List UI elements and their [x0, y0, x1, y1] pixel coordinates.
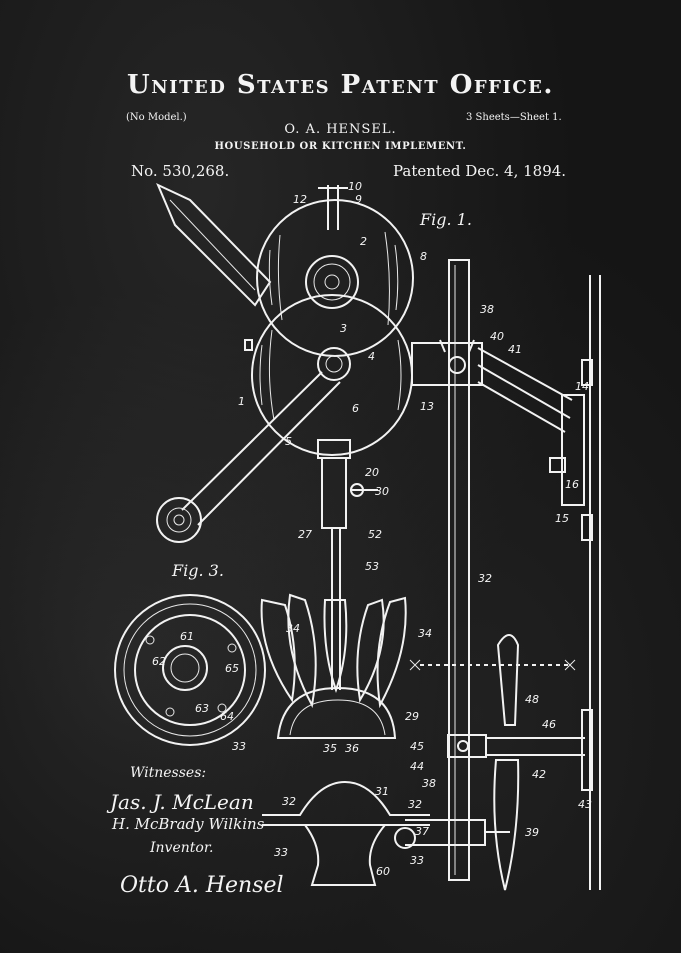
ref-number: 63	[195, 702, 209, 715]
ref-number: 33	[232, 740, 246, 753]
ref-number: 35	[323, 742, 337, 755]
ref-number: 30	[375, 485, 389, 498]
bracket-arm	[477, 347, 585, 506]
fig1-label: Fig. 1.	[420, 210, 472, 229]
inventor-name: O. A. HENSEL.	[284, 122, 397, 137]
ref-number: 8	[420, 250, 427, 263]
fig3-disc	[114, 594, 266, 746]
ref-number: 53	[365, 560, 379, 573]
ref-number: 14	[575, 380, 589, 393]
no-model-note: (No Model.)	[126, 112, 187, 123]
ref-number: 65	[225, 662, 239, 675]
ref-number: 40	[490, 330, 504, 343]
patent-date: Patented Dec. 4, 1894.	[393, 162, 567, 180]
upper-disc	[256, 199, 414, 357]
witnesses-label: Witnesses:	[130, 765, 207, 781]
ref-number: 31	[375, 785, 389, 798]
ref-number: 2	[360, 235, 367, 248]
witness-signature-1: Jas. J. McLean	[110, 790, 254, 814]
ref-number: 62	[152, 655, 166, 668]
fig3-label: Fig. 3.	[172, 561, 224, 580]
ref-number: 33	[410, 854, 424, 867]
ref-number: 34	[418, 627, 432, 640]
ref-number: 46	[542, 718, 556, 731]
ref-number: 4	[368, 350, 375, 363]
ref-number: 16	[565, 478, 579, 491]
ref-number: 32	[478, 572, 492, 585]
ref-number: 34	[286, 622, 300, 635]
ref-number: 39	[525, 826, 539, 839]
ref-number: 32	[408, 798, 422, 811]
ref-number: 36	[345, 742, 359, 755]
ref-number: 38	[422, 777, 436, 790]
ref-number: 43	[578, 798, 592, 811]
ref-number: 9	[355, 193, 362, 206]
ref-number: 44	[410, 760, 424, 773]
beater-leaves	[260, 593, 407, 739]
ref-number: 27	[298, 528, 312, 541]
ref-number: 41	[508, 343, 522, 356]
lower-clamp	[409, 659, 585, 758]
ref-number: 13	[420, 400, 434, 413]
witness-signature-2: H. McBrady Wilkins	[112, 815, 265, 833]
central-shaft	[317, 439, 378, 690]
ref-number: 37	[415, 825, 429, 838]
ref-number: 3	[340, 322, 347, 335]
ref-number: 33	[274, 846, 288, 859]
knife-blade	[156, 182, 272, 307]
office-title: United States Patent Office.	[127, 70, 554, 100]
ref-number: 15	[555, 512, 569, 525]
knife-handle	[493, 634, 520, 891]
bowl-assembly	[262, 780, 510, 886]
ref-number: 1	[238, 395, 245, 408]
ref-number: 12	[293, 193, 307, 206]
invention-title: HOUSEHOLD OR KITCHEN IMPLEMENT.	[214, 141, 467, 152]
ref-number: 45	[410, 740, 424, 753]
ref-number: 10	[348, 180, 362, 193]
ref-number: 32	[282, 795, 296, 808]
sheet-count: 3 Sheets—Sheet 1.	[466, 112, 562, 123]
ref-number: 61	[180, 630, 194, 643]
lower-disc	[244, 294, 413, 456]
ref-number: 20	[365, 466, 379, 479]
inventor-label: Inventor.	[150, 840, 214, 856]
ref-number: 60	[376, 865, 390, 878]
ref-number: 6	[352, 402, 359, 415]
ref-number: 64	[220, 710, 234, 723]
table-edge	[581, 275, 601, 890]
ref-number: 48	[525, 693, 539, 706]
ref-number: 5	[285, 435, 292, 448]
upper-clamp	[411, 339, 483, 386]
ref-number: 52	[368, 528, 382, 541]
top-screw	[318, 185, 348, 230]
inventor-signature: Otto A. Hensel	[120, 873, 284, 898]
patent-number: No. 530,268.	[131, 162, 230, 180]
reference-numbers: 12 10 9 8 2 3 4 1 5 6 13 38 40 41 14 16 …	[152, 180, 592, 878]
ref-number: 42	[532, 768, 546, 781]
ref-number: 38	[480, 303, 494, 316]
ref-number: 29	[405, 710, 419, 723]
vertical-rod	[448, 259, 470, 881]
pinion-gear	[305, 255, 359, 309]
crank-handle	[156, 371, 341, 543]
